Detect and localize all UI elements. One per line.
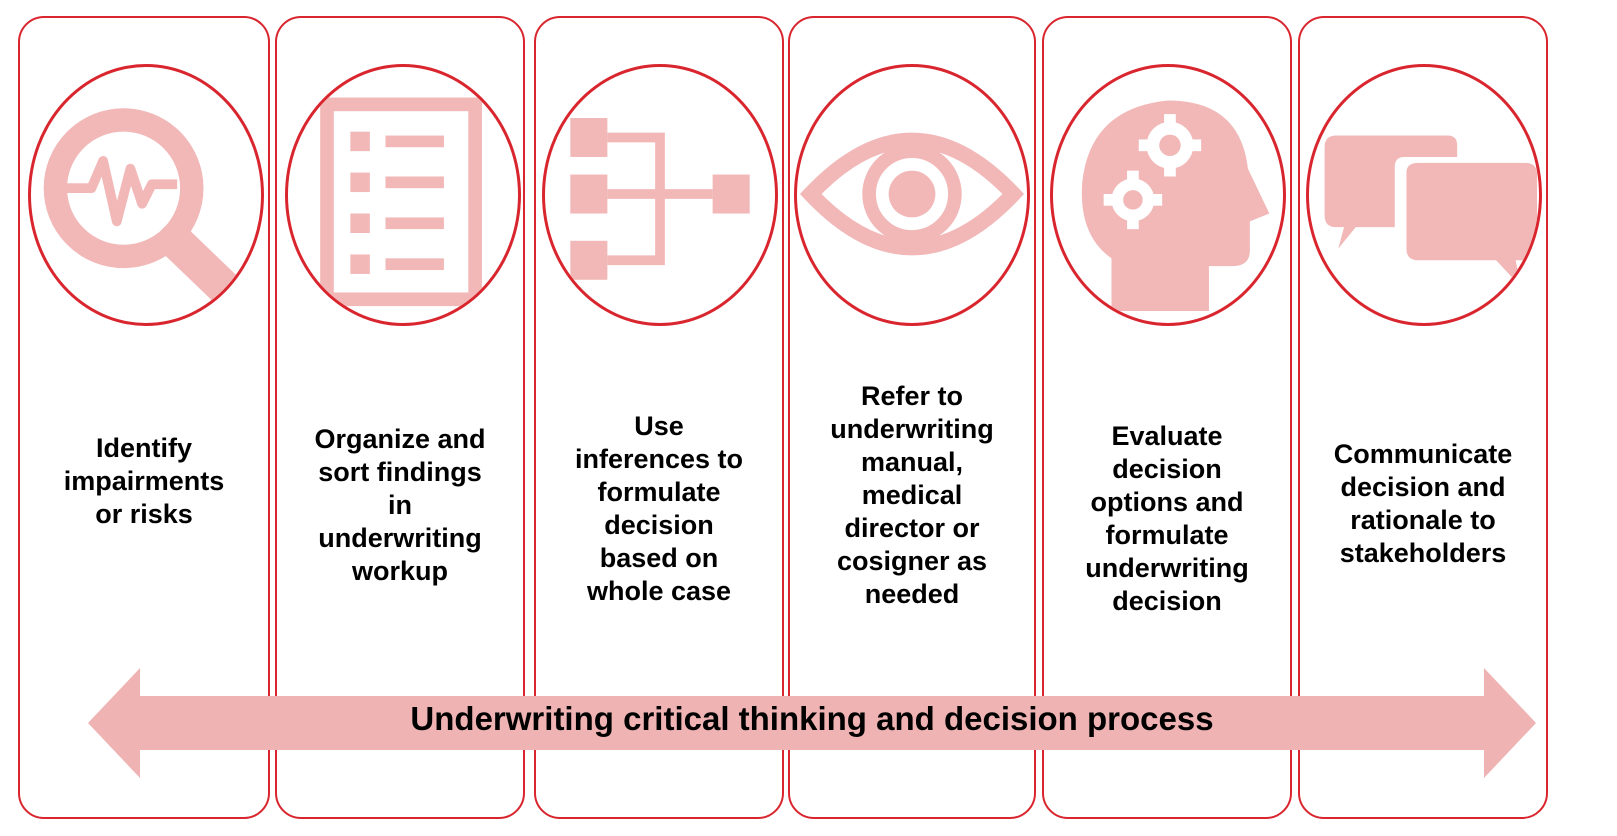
- step-label: Use inferences to formulate decision bas…: [574, 411, 744, 606]
- step-panel-identify: Identify impairments or risks: [18, 16, 270, 819]
- process-arrow: [88, 668, 1536, 778]
- speech-bubbles-icon: [1324, 135, 1538, 288]
- step-icon-circle: [1050, 64, 1286, 326]
- step-label: Refer to underwriting manual, medical di…: [830, 381, 994, 609]
- eye-icon: [799, 132, 1025, 256]
- step-icon-circle: [794, 64, 1030, 326]
- step-label: Evaluate decision options and formulate …: [1085, 421, 1249, 616]
- process-arrow-label: Underwriting critical thinking and decis…: [410, 700, 1214, 737]
- step-panel-organize: Organize and sort findings in underwriti…: [275, 16, 525, 819]
- magnifier-pulse-icon: [43, 108, 261, 323]
- checklist-icon: [320, 97, 482, 307]
- step-panel-inferences: Use inferences to formulate decision bas…: [534, 16, 784, 819]
- step-panel-evaluate: Evaluate decision options and formulate …: [1042, 16, 1292, 819]
- step-icon-circle: [1306, 64, 1542, 326]
- step-icon-circle: [28, 64, 264, 326]
- step-panel-communicate: Communicate decision and rationale to st…: [1298, 16, 1548, 819]
- step-label: Organize and sort findings in underwriti…: [314, 424, 486, 586]
- flowchart-icon: [570, 118, 750, 280]
- head-gears-icon: [1081, 100, 1270, 311]
- double-arrow-shape: [88, 668, 1536, 778]
- step-icon-circle: [285, 64, 521, 326]
- step-label: Communicate decision and rationale to st…: [1333, 439, 1513, 568]
- step-panel-refer: Refer to underwriting manual, medical di…: [788, 16, 1036, 819]
- step-icon-circle: [542, 64, 778, 326]
- step-label: Identify impairments or risks: [63, 433, 225, 529]
